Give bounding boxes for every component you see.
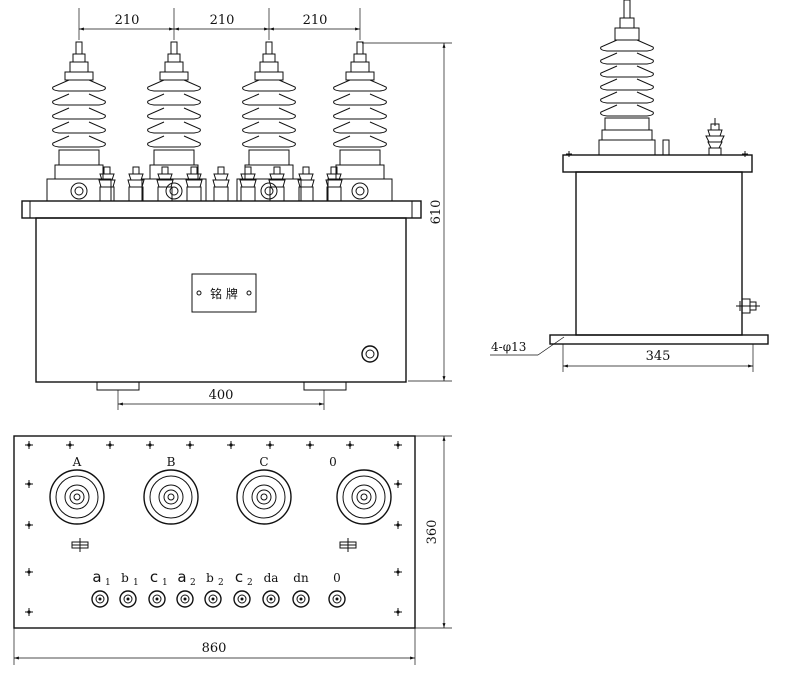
dim-spacing-1: 210 — [115, 13, 140, 28]
terminal-6: da — [262, 571, 280, 608]
terminal-label-subscript: 1 — [133, 578, 139, 588]
front-bushing — [141, 41, 207, 202]
top-bolt-markers — [25, 441, 402, 616]
side-terminal-box — [736, 298, 760, 314]
terminal-label-subscript: 2 — [247, 578, 253, 588]
front-bushings — [46, 41, 393, 202]
front-secondary-stud — [185, 166, 203, 202]
bolt-marker — [306, 441, 314, 449]
top-bushing — [236, 469, 292, 525]
front-bushing — [236, 41, 302, 202]
bushing-label-c: C — [259, 455, 268, 469]
front-secondary-stud — [268, 166, 286, 202]
terminal-7: dn — [292, 571, 310, 608]
front-secondary-studs — [98, 166, 343, 202]
front-top-flange — [21, 200, 422, 219]
bolt-marker — [394, 441, 402, 449]
bolt-marker — [227, 441, 235, 449]
front-view: 210 210 210 610 400 — [21, 8, 452, 410]
front-foot-right — [303, 381, 347, 391]
top-bushings — [49, 469, 392, 525]
hole-note: 4-φ13 — [491, 340, 526, 354]
dim-height: 610 — [429, 200, 444, 225]
terminal-label-subscript: 1 — [105, 578, 111, 588]
side-top-flange — [562, 154, 753, 173]
terminal-label: dn — [293, 571, 309, 585]
bolt-marker — [394, 608, 402, 616]
bolt-marker — [106, 441, 114, 449]
terminal-label-subscript: 2 — [218, 578, 224, 588]
dim-depth: 360 — [425, 520, 440, 545]
nameplate-label: 铭 牌 — [210, 286, 238, 301]
terminal-label: c — [235, 568, 243, 586]
side-main-bushing — [598, 0, 656, 156]
bolt-marker — [25, 521, 33, 529]
front-height-dimension: 610 — [362, 42, 452, 382]
bolt-marker — [25, 568, 33, 576]
front-foot-left — [96, 381, 140, 391]
bolt-marker — [394, 568, 402, 576]
front-secondary-stud — [212, 166, 230, 202]
terminal-label-subscript: 2 — [190, 578, 196, 588]
bolt-marker — [346, 441, 354, 449]
top-width-dimension: 860 — [13, 628, 416, 665]
front-bushing — [327, 41, 393, 202]
terminal-label-subscript: 1 — [162, 578, 168, 588]
dim-spacing-3: 210 — [303, 13, 328, 28]
top-depth-dimension: 360 — [415, 435, 452, 629]
terminal-label: da — [264, 571, 279, 585]
front-secondary-stud — [98, 166, 116, 202]
side-base-plate — [549, 334, 769, 345]
bolt-marker — [25, 480, 33, 488]
bolt-marker — [186, 441, 194, 449]
dim-feet: 400 — [209, 388, 234, 403]
bolt-marker — [25, 441, 33, 449]
bolt-marker — [146, 441, 154, 449]
hole-callout: 4-φ13 — [490, 336, 565, 356]
bushing-label-b: B — [167, 455, 176, 469]
bolt-marker — [66, 441, 74, 449]
bolt-marker — [394, 480, 402, 488]
terminal-label: a — [177, 568, 186, 586]
side-tank-body — [575, 171, 743, 336]
side-small-bushing — [705, 118, 725, 156]
bushing-label-0: 0 — [329, 455, 337, 469]
top-bushing — [143, 469, 199, 525]
grounding-bolt — [361, 345, 379, 363]
top-bushing — [336, 469, 392, 525]
front-spacing-dimension: 210 210 210 — [78, 8, 361, 40]
bushing-label-a: A — [72, 455, 82, 469]
bolt-marker — [266, 441, 274, 449]
bolt-marker — [394, 521, 402, 529]
top-bushing — [49, 469, 105, 525]
terminal-label: a — [92, 568, 101, 586]
side-width-dimension: 345 — [562, 344, 754, 372]
dim-side-width: 345 — [646, 349, 671, 364]
terminal-label: b — [206, 571, 214, 585]
bolt-marker — [25, 608, 33, 616]
terminal-8: 0 — [328, 571, 346, 608]
terminal-label: b — [121, 571, 129, 585]
dim-spacing-2: 210 — [210, 13, 235, 28]
terminal-label: 0 — [333, 571, 341, 585]
terminal-label: c — [150, 568, 158, 586]
side-view: 4-φ13 345 — [490, 0, 769, 372]
dim-top-width: 860 — [202, 641, 227, 656]
top-plate-outline — [13, 435, 416, 629]
front-secondary-stud — [239, 166, 257, 202]
nameplate-box — [191, 273, 257, 313]
top-ground-symbols — [71, 538, 357, 552]
front-bushing — [46, 41, 112, 202]
front-feet-dimension: 400 — [117, 388, 325, 410]
front-secondary-stud — [297, 166, 315, 202]
